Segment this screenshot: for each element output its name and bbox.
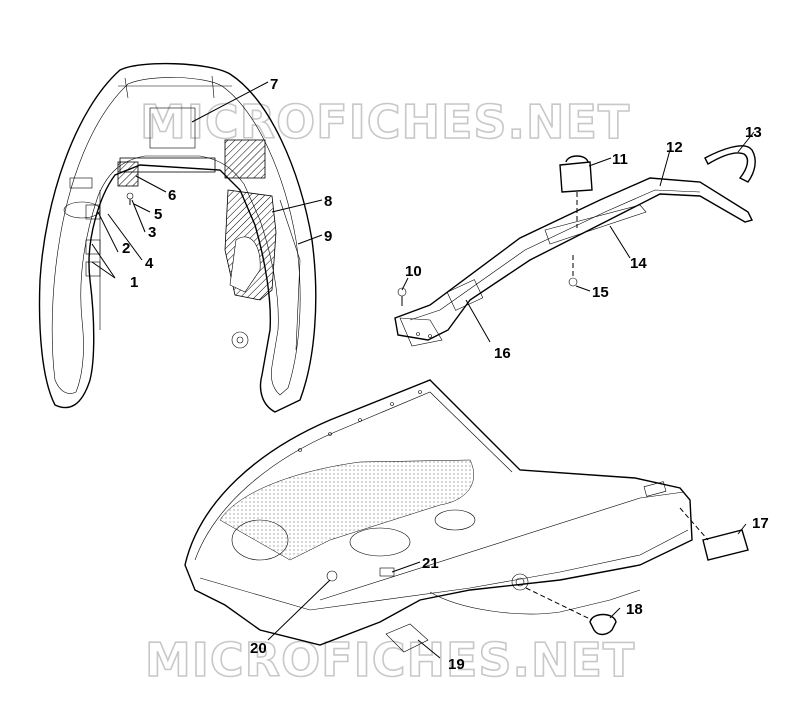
side-panel-decal-14: [544, 204, 647, 245]
callout-7: 7: [270, 76, 278, 93]
hood-outer-shell: [38, 62, 317, 413]
leader-lines: [91, 81, 755, 659]
grommet-mount-inner: [515, 577, 525, 587]
hood-top-bar: [118, 75, 232, 99]
hood-assembly: [184, 379, 693, 646]
side-panel-decal-16: [446, 279, 484, 311]
tab-hole-a: [416, 332, 420, 336]
windshield-rail: [319, 491, 685, 601]
hood-shading: [219, 459, 474, 561]
bracket-21: [379, 567, 395, 577]
label-decal-7: [149, 107, 196, 149]
reflector-mount: [643, 481, 667, 497]
grommet-18: [589, 613, 617, 636]
hatched-plate: [224, 139, 266, 179]
tab-hole-b: [428, 334, 432, 338]
side-panel-tab: [399, 317, 443, 347]
decal-19: [385, 623, 429, 653]
callout-11: 11: [612, 151, 628, 168]
reflector-17: [702, 529, 749, 561]
callout-18: 18: [626, 601, 643, 618]
hood-hole-d: [390, 402, 394, 406]
strap-13: [704, 145, 756, 183]
callout-10: 10: [405, 263, 422, 280]
watermark-top: MICROFICHES.NET: [140, 95, 630, 149]
watermark-bottom: MICROFICHES.NET: [145, 633, 635, 687]
hood-inner-outline: [51, 77, 301, 396]
callout-5: 5: [154, 206, 162, 223]
headlight-right: [434, 509, 476, 531]
hood-hole-b: [328, 432, 332, 436]
grommet-18-leader: [525, 587, 593, 621]
callout-12: 12: [666, 139, 683, 156]
right-fastener: [231, 331, 249, 349]
right-edge-strip-9: [279, 199, 301, 351]
grommet-mount: [511, 573, 529, 591]
side-panel-assembly: [394, 145, 756, 347]
hood-bottom-fin: [429, 589, 641, 615]
side-panel-inner-edge: [409, 189, 701, 321]
hood-hole-c: [358, 418, 362, 422]
hood-underside: [38, 62, 317, 413]
callout-16: 16: [494, 345, 511, 362]
callout-3: 3: [148, 224, 156, 241]
callout-15: 15: [592, 284, 609, 301]
hood-hole-a: [298, 448, 302, 452]
hood-body: [184, 379, 693, 646]
left-tag: [69, 177, 93, 189]
callout-4: 4: [145, 255, 154, 272]
hood-hole-e: [418, 390, 422, 394]
callout-9: 9: [324, 228, 332, 245]
hood-lower-rim: [199, 529, 689, 611]
callout-13: 13: [745, 124, 762, 141]
callout-2: 2: [122, 240, 130, 257]
reflector-17-leader: [679, 507, 709, 541]
hood-inner-rim: [194, 391, 513, 561]
rivet-15: [568, 277, 578, 287]
hatched-block-6: [117, 161, 139, 187]
callout-17: 17: [752, 515, 769, 532]
callout-20: 20: [250, 640, 267, 657]
callout-19: 19: [448, 656, 465, 673]
right-fastener-inner: [236, 336, 244, 344]
callout-14: 14: [630, 255, 647, 272]
left-oval: [63, 201, 101, 219]
callout-6: 6: [168, 187, 176, 204]
callout-21: 21: [422, 555, 439, 572]
side-panel-12: [394, 177, 754, 341]
headlight-bezel: [349, 527, 411, 557]
clip-11: [559, 155, 593, 193]
callout-1: 1: [130, 274, 138, 291]
screw-3: [126, 192, 134, 200]
left-box-c: [85, 261, 101, 277]
right-panel-cutout: [229, 236, 261, 293]
fastener-20: [326, 570, 338, 582]
callout-8: 8: [324, 193, 332, 210]
